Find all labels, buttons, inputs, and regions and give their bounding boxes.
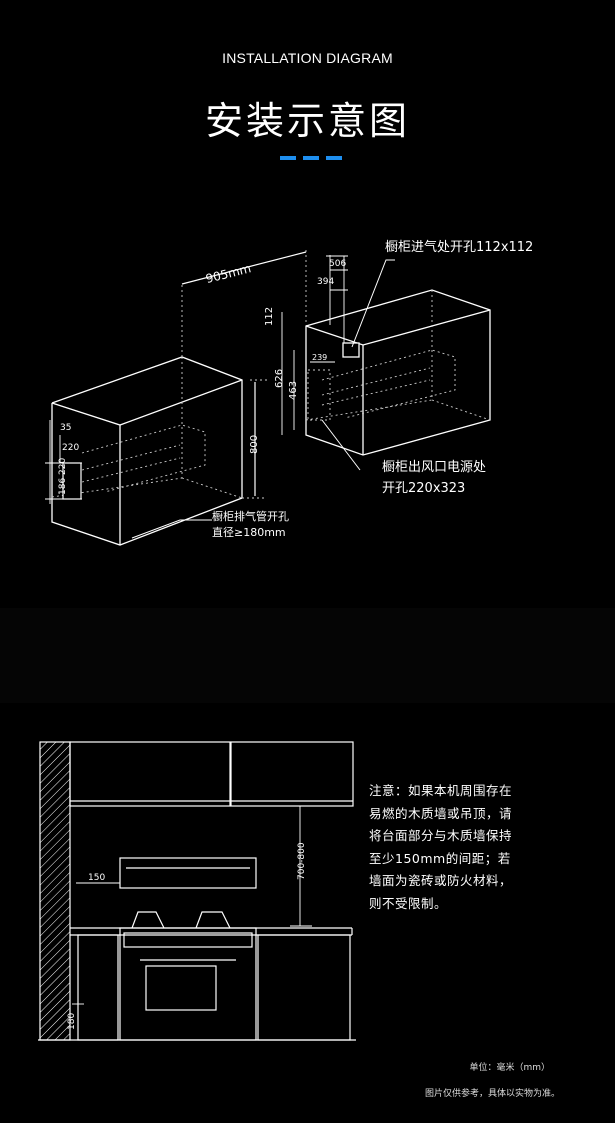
dim-intake-offset: 112 bbox=[264, 307, 275, 326]
dim-700-800: 700-800 bbox=[297, 842, 307, 880]
dim-239: 239 bbox=[312, 353, 327, 362]
dim-463: 463 bbox=[288, 381, 299, 400]
note-line: 注意：如果本机周围存在 bbox=[369, 783, 513, 798]
dim-depth-inner: 394 bbox=[317, 277, 334, 287]
dim-150: 150 bbox=[88, 873, 105, 883]
note-line: 易燃的木质墙或吊顶，请 bbox=[369, 805, 513, 821]
label-exhaust-line2: 直径≥180mm bbox=[212, 525, 286, 539]
note-line: 则不受限制。 bbox=[369, 895, 448, 911]
label-outlet-line1: 橱柜出风口电源处 bbox=[382, 460, 486, 475]
page-title: 安装示意图 bbox=[204, 99, 410, 143]
dim-180: 180 bbox=[67, 1013, 77, 1030]
dim-width: 905mm bbox=[204, 261, 252, 286]
installation-note: 注意：如果本机周围存在 易燃的木质墙或吊顶，请 将台面部分与木质墙保持 至少15… bbox=[369, 780, 569, 915]
section-subtitle: INSTALLATION DIAGRAM bbox=[222, 50, 393, 66]
kitchen-elevation-diagram: 150 700-800 180 bbox=[38, 741, 356, 1041]
top-section bbox=[0, 0, 615, 608]
note-line: 至少150mm的间距；若 bbox=[369, 850, 511, 866]
note-line: 墙面为瓷砖或防火材料， bbox=[369, 873, 513, 888]
dim-626: 626 bbox=[274, 369, 285, 388]
label-outlet-line2: 开孔220x323 bbox=[382, 481, 465, 496]
dim-220: 220 bbox=[62, 443, 79, 453]
disclaimer-text: 图片仅供参考，具体以实物为准。 bbox=[424, 1089, 560, 1099]
unit-label: 单位：毫米（mm） bbox=[469, 1063, 550, 1073]
separator-band bbox=[0, 608, 615, 703]
label-exhaust-line1: 橱柜排气管开孔 bbox=[212, 509, 289, 523]
note-line: 将台面部分与木质墙保持 bbox=[369, 828, 513, 843]
title-accent-dashes bbox=[280, 156, 342, 161]
dim-depth-outer: 506 bbox=[329, 259, 346, 269]
label-intake: 橱柜进气处开孔112x112 bbox=[385, 239, 533, 255]
bottom-section bbox=[0, 703, 615, 1123]
dim-186-220: 186 220 bbox=[58, 458, 68, 495]
dim-height: 800 bbox=[249, 435, 260, 454]
dim-35: 35 bbox=[60, 423, 71, 433]
cabinet-installation-diagram: 905mm 800 35 220 186 220 506 394 112 626… bbox=[45, 239, 533, 546]
